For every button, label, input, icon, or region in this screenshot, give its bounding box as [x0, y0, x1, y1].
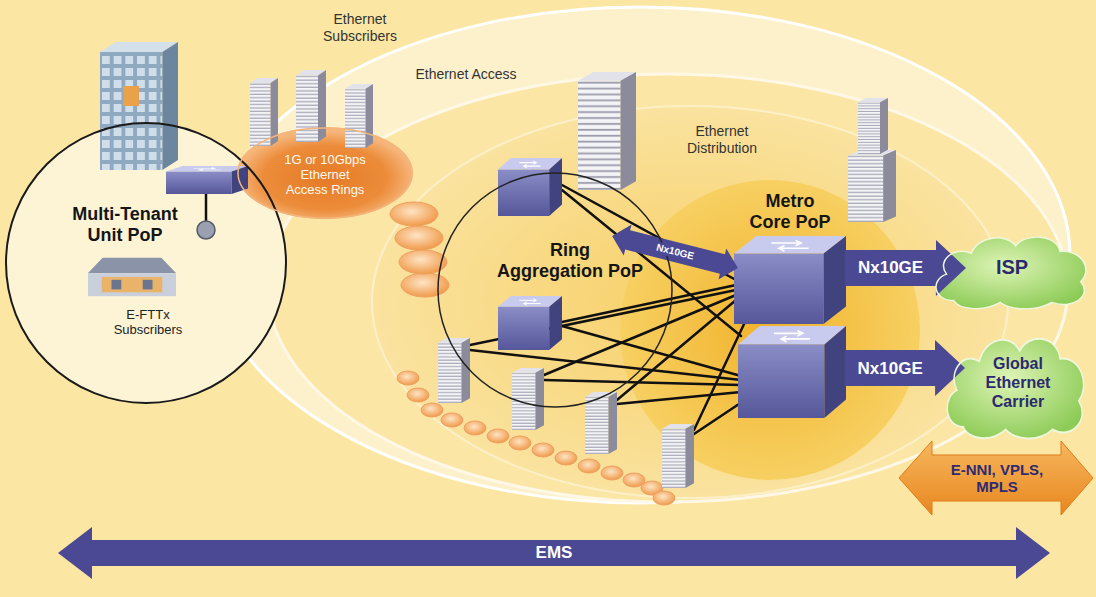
core-switch [734, 236, 846, 324]
mtu-switch [166, 166, 248, 194]
network-node: Global Ethernet Carrier [940, 322, 1090, 440]
wire [544, 380, 741, 385]
ring-segment [395, 226, 443, 250]
ring-segment [401, 273, 449, 297]
link-label: Nx10GE [856, 258, 925, 277]
node-title: Multi-Tenant Unit PoP [63, 204, 188, 246]
ring-segment [653, 491, 675, 505]
skyscraper-tower [858, 98, 888, 154]
tall-building [578, 72, 636, 190]
pop-outline [238, 128, 412, 218]
system-label: EMS [514, 543, 594, 563]
node-title: Ring Aggregation PoP [496, 240, 644, 282]
core-switch [738, 326, 846, 418]
link-wires [206, 185, 745, 434]
ring-segment [555, 451, 577, 465]
node-title: 1G or 10Gbps Ethernet Access Rings [280, 152, 370, 197]
cloud-outline [947, 339, 1083, 439]
cloud-fill [947, 339, 1083, 439]
ring-segment [441, 413, 463, 427]
wire [694, 322, 745, 430]
wire [694, 400, 745, 434]
link-arrow [845, 340, 965, 396]
ring-segment [421, 403, 443, 417]
pop-outline [438, 173, 672, 407]
wire [617, 392, 741, 404]
subscriber-house [88, 258, 176, 296]
region-label: Ethernet Distribution [672, 123, 772, 157]
ring-building [662, 424, 694, 488]
office-tower [100, 42, 178, 170]
ring-segment [407, 388, 429, 402]
ring-segment [532, 443, 554, 457]
node-title: ISP [982, 256, 1042, 279]
protocol-label: E-NNI, VPLS, MPLS [937, 461, 1057, 495]
link-arrow [845, 240, 966, 296]
ring-segment [601, 466, 623, 480]
network-node: Ring Aggregation PoP [437, 172, 673, 408]
wire [617, 300, 736, 400]
subscribers-region [210, 7, 1070, 503]
pop-outline [6, 123, 286, 403]
cloud-outline [936, 237, 1086, 309]
node-title: Global Ethernet Carrier [976, 354, 1060, 411]
wire [205, 192, 208, 222]
ring-segment [509, 436, 531, 450]
network-node: Multi-Tenant Unit PoP [5, 122, 287, 404]
wire [562, 326, 741, 376]
ring-segment [487, 429, 509, 443]
region-label: E-FTTx Subscribers [101, 307, 196, 337]
ring-segment [397, 371, 419, 385]
link-label: Nx10GE [856, 359, 925, 378]
ems-arrow [58, 527, 1050, 579]
router [197, 221, 215, 239]
wire [470, 350, 741, 380]
interconnect-arrow [899, 441, 1093, 515]
aggregation-switch [498, 158, 562, 216]
node-outline [437, 172, 673, 408]
network-node: Metro Core PoP [620, 180, 920, 480]
aggregation-switch [498, 296, 562, 350]
ring-segment [464, 421, 486, 435]
region-label: Ethernet Access [391, 66, 541, 83]
ring-building [512, 368, 544, 430]
ring-segment [390, 202, 438, 226]
wire [544, 295, 736, 375]
region-label: Ethernet Subscribers [310, 11, 410, 45]
ring-segment [578, 459, 600, 473]
node-outline [5, 122, 287, 404]
node-title: Metro Core PoP [746, 191, 834, 233]
network-node: 1G or 10Gbps Ethernet Access Rings [237, 127, 413, 219]
network-node: ISP [928, 225, 1093, 310]
wire [562, 285, 736, 322]
subscriber-building [296, 70, 326, 142]
skyscraper-base [848, 150, 896, 222]
access-ring-fill [237, 127, 413, 219]
distribution-region [372, 106, 1008, 498]
subscriber-building [345, 84, 373, 148]
